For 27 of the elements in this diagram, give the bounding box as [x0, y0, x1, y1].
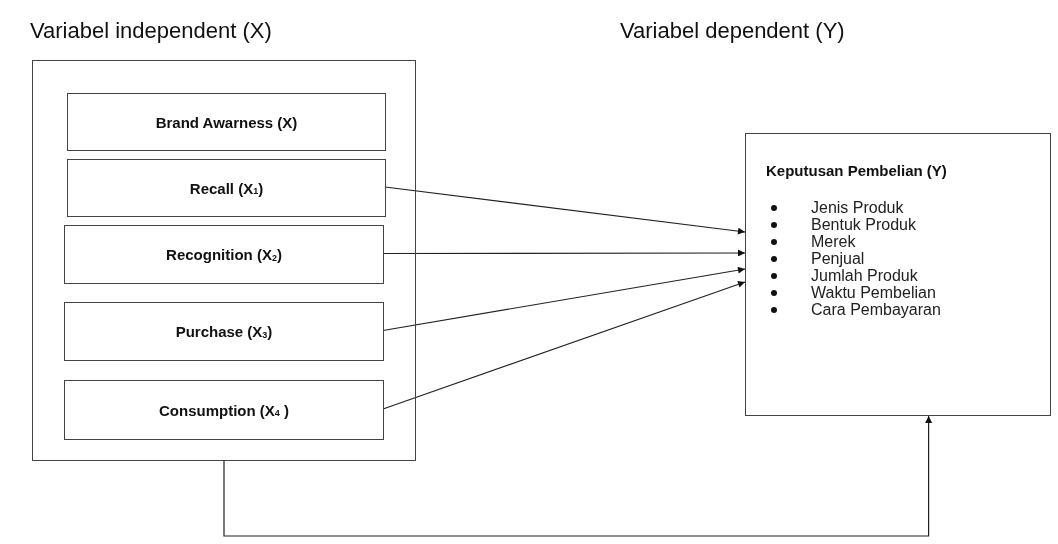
variable-box	[64, 225, 384, 284]
list-item: Merek	[811, 233, 856, 250]
section-heading: Variabel dependent (Y)	[620, 18, 845, 44]
variable-box	[67, 159, 386, 217]
box-title: Recall (X$_{1}$)	[189, 179, 264, 197]
arrow	[223, 415, 933, 537]
group-box	[32, 60, 416, 461]
list-item: Jenis Produk	[811, 199, 904, 216]
section-heading: Variabel independent (X)	[30, 18, 272, 44]
variable-box	[64, 302, 384, 361]
variable-box	[745, 133, 1051, 416]
arrow	[382, 266, 746, 332]
variable-box	[67, 93, 386, 151]
box-title: Consumption (X$_{4}$ )	[159, 401, 289, 419]
list-item: Penjual	[811, 250, 865, 267]
box-title: Brand Awarness (X)	[155, 113, 298, 131]
box-title: Purchase (X$_{3}$)	[175, 323, 273, 340]
box-title: Recognition (X$_{2}$)	[166, 246, 282, 263]
arrow	[382, 249, 746, 257]
list-item: Cara Pembayaran	[811, 301, 941, 318]
list-item: Jumlah Produk	[811, 267, 918, 284]
arrow	[384, 186, 746, 235]
variable-box	[64, 380, 384, 440]
arrow	[382, 281, 746, 410]
list-item: Bentuk Produk	[811, 216, 916, 233]
list-item: Waktu Pembelian	[811, 284, 936, 301]
box-title: Keputusan Pembelian (Y)	[766, 162, 947, 179]
